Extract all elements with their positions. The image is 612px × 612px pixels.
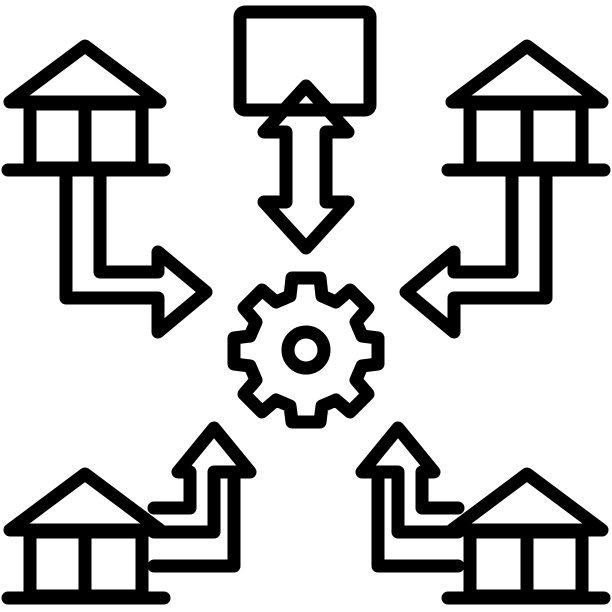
house-icon-bottom-left <box>1 467 171 605</box>
arrow-icon-top-right <box>399 165 553 339</box>
box-icon <box>233 5 377 117</box>
house-icon-top-left <box>1 39 171 177</box>
arrow-icon-top-left <box>59 165 213 339</box>
house-icon-top-right <box>441 39 611 177</box>
arrow-icon-bottom-right <box>355 421 465 573</box>
double-arrow-icon <box>257 79 355 255</box>
house-icon-bottom-right <box>441 467 611 605</box>
arrow-icon-bottom-left <box>147 421 257 573</box>
gear-icon <box>227 271 385 429</box>
